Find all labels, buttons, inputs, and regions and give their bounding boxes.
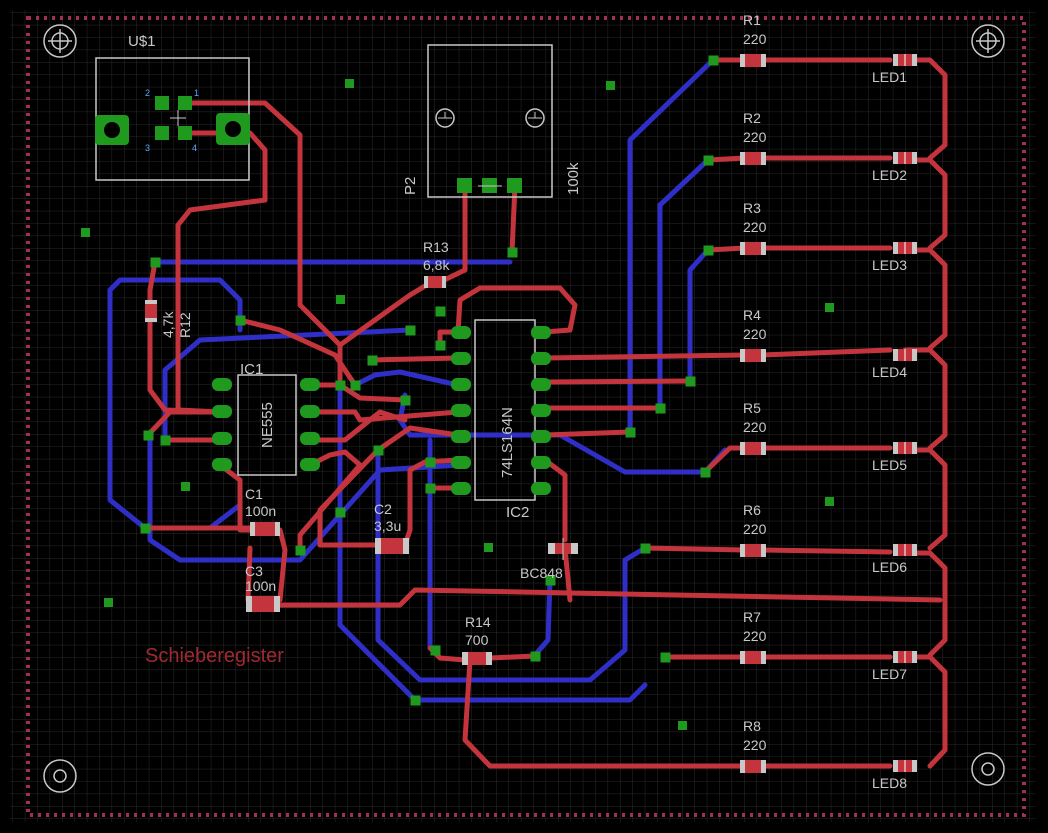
usb-connector: U$1 1 2 3 4 [95,33,250,181]
top-layer-traces [142,57,948,769]
led-label: LED8 [872,775,907,791]
led-3: LED3 [872,242,917,273]
ic1-value: NE555 [259,402,276,448]
usb-pin-1: 1 [194,88,199,98]
svg-text:6,8k: 6,8k [423,257,450,273]
resistor-name: R4 [743,307,761,323]
led-7: LED7 [872,651,917,682]
svg-text:C3: C3 [245,563,263,579]
svg-text:C1: C1 [245,486,263,502]
c1-capacitor: C1 100n [245,486,280,536]
led-2: LED2 [872,152,917,183]
led-label: LED2 [872,167,907,183]
pot-name: P2 [402,177,419,195]
led-label: LED5 [872,457,907,473]
led-1: LED1 [872,54,917,85]
svg-text:R14: R14 [465,614,491,630]
svg-text:BC848: BC848 [520,565,563,581]
resistor-value: 220 [743,628,767,644]
svg-text:100n: 100n [245,578,276,594]
ic2-value: 74LS164N [499,407,516,478]
r12-resistor: 4,7k R12 [145,300,193,338]
led-label: LED1 [872,69,907,85]
usb-pin-4: 4 [192,143,197,153]
resistor-value: 220 [743,737,767,753]
resistor-name: R7 [743,609,761,625]
svg-text:C2: C2 [374,501,392,517]
led-label: LED7 [872,666,907,682]
led-label: LED3 [872,257,907,273]
board-border [26,16,1026,817]
bc848-transistor: BC848 [520,538,578,581]
c3-capacitor: C3 100n [245,563,280,612]
grid [10,10,1036,822]
usb-pin-2: 2 [145,88,150,98]
svg-text:100n: 100n [245,503,276,519]
resistor-value: 220 [743,521,767,537]
pot-value: 100k [565,162,582,195]
led-label: LED4 [872,364,907,380]
board-title: Schieberegister [145,645,284,667]
svg-text:4,7k: 4,7k [160,311,176,338]
resistor-name: R8 [743,718,761,734]
resistor-value: 220 [743,419,767,435]
resistor-name: R1 [743,12,761,28]
led-6: LED6 [872,544,917,575]
led-8: LED8 [872,760,917,791]
resistor-value: 220 [743,31,767,47]
resistor-name: R6 [743,502,761,518]
usb-pin-3: 3 [145,143,150,153]
led-4: LED4 [872,349,917,380]
r13-resistor: R13 6,8k [423,239,450,288]
potentiometer: P2 100k [402,44,582,198]
ic2-name: IC2 [506,504,529,521]
vias [81,55,834,730]
c2-capacitor: C2 3,3u [374,501,409,554]
r14-resistor: R14 700 [462,614,492,665]
svg-text:700: 700 [465,632,489,648]
mounting-holes [43,24,1005,793]
svg-text:R12: R12 [177,312,193,338]
led-label: LED6 [872,559,907,575]
resistor-name: R3 [743,200,761,216]
ic1-name: IC1 [240,361,263,378]
svg-text:R13: R13 [423,239,449,255]
led-5: LED5 [872,442,917,473]
resistor-value: 220 [743,129,767,145]
usb-name: U$1 [128,33,156,50]
resistor-value: 220 [743,326,767,342]
resistor-value: 220 [743,219,767,235]
ic2-74ls164n: IC2 74LS164N [451,319,551,521]
resistor-name: R5 [743,400,761,416]
ic1-ne555: IC1 NE555 [212,361,320,476]
svg-text:3,3u: 3,3u [374,518,401,534]
resistor-name: R2 [743,110,761,126]
